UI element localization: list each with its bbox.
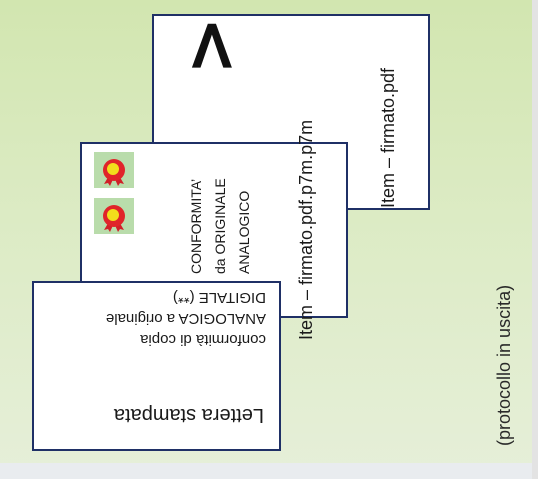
seal-icon xyxy=(94,152,134,188)
lettera-content: Lettera stampata conformità di copia ANA… xyxy=(40,287,272,440)
conformita-line3: ANALOGICO xyxy=(236,190,252,274)
conformita-line2: da ORIGINALE xyxy=(212,178,228,274)
p7m-label: Item – firmato.pdf.p7m.p7m xyxy=(296,119,316,340)
card-lettera-stampata xyxy=(32,281,281,451)
protocollo-label: (protocollo in uscita) xyxy=(494,284,514,446)
conformita-line1: CONFORMITA’ xyxy=(188,178,204,274)
lettera-line3: DIGITALE (**) xyxy=(172,289,266,306)
arrow-up-icon: > xyxy=(169,16,251,75)
lettera-line2: ANALOGICA a originale xyxy=(105,310,266,327)
seal-icon xyxy=(94,198,134,234)
pdf-firmato-label: Item – firmato.pdf xyxy=(378,67,398,208)
lettera-description: conformità di copia ANALOGICA a original… xyxy=(106,287,266,350)
lettera-line1: conformità di copia xyxy=(140,331,266,348)
lettera-title: Lettera stampata xyxy=(113,404,264,426)
